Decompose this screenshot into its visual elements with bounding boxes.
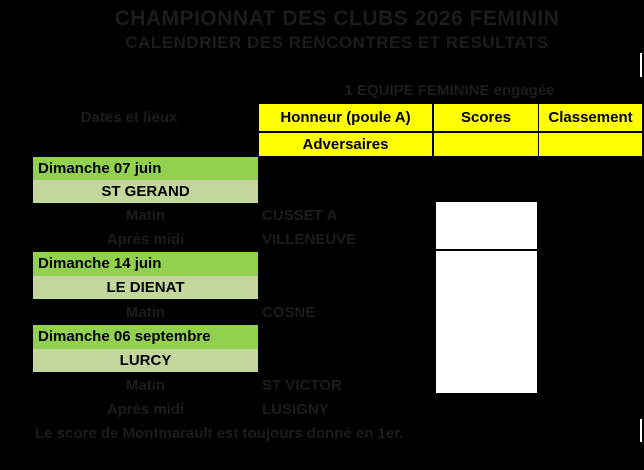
gridline-tick — [640, 53, 642, 77]
column-header-honneur[interactable]: Honneur (poule A) — [259, 104, 432, 131]
opponent-cell: VILLENEUVE — [262, 231, 357, 248]
opponent-cell: ST VICTOR — [262, 377, 342, 394]
period-label: Après midi — [106, 231, 185, 248]
page-title: CHAMPIONNAT DES CLUBS 2026 FEMININ — [114, 7, 560, 30]
date-cell[interactable]: Dimanche 14 juin — [33, 252, 258, 276]
period-label: Matin — [125, 304, 166, 321]
adversaires-subheader[interactable]: Adversaires — [259, 133, 432, 156]
period-label: Après midi — [106, 401, 185, 418]
venue-cell[interactable]: ST GERAND — [33, 180, 258, 203]
period-label: Matin — [125, 207, 166, 224]
column-header-scores[interactable]: Scores — [434, 104, 538, 131]
venue-cell[interactable]: LURCY — [33, 349, 258, 372]
dates-et-lieux-header: Dates et lieux — [80, 109, 178, 126]
date-cell[interactable]: Dimanche 06 septembre — [33, 325, 258, 349]
date-cell[interactable]: Dimanche 07 juin — [33, 157, 258, 180]
opponent-cell: CUSSET A — [262, 207, 338, 224]
venue-cell[interactable]: LE DIENAT — [33, 276, 258, 299]
team-count-note: 1 EQUIPE FEMININE engagée — [344, 82, 555, 99]
opponent-cell: LUSIGNY — [262, 401, 329, 418]
opponent-cell: COSNE — [262, 304, 316, 321]
score-cell[interactable] — [436, 251, 537, 393]
score-cell[interactable] — [436, 202, 537, 249]
adversaires-empty-cell-classement[interactable] — [539, 133, 642, 156]
column-header-classement[interactable]: Classement — [539, 104, 642, 131]
period-label: Matin — [125, 377, 166, 394]
footer-note: Le score de Montmarault est toujours don… — [35, 425, 404, 442]
gridline-tick — [640, 419, 642, 442]
adversaires-empty-cell-scores[interactable] — [434, 133, 538, 156]
page-subtitle: CALENDRIER DES RENCONTRES ET RESULTATS — [125, 33, 549, 52]
